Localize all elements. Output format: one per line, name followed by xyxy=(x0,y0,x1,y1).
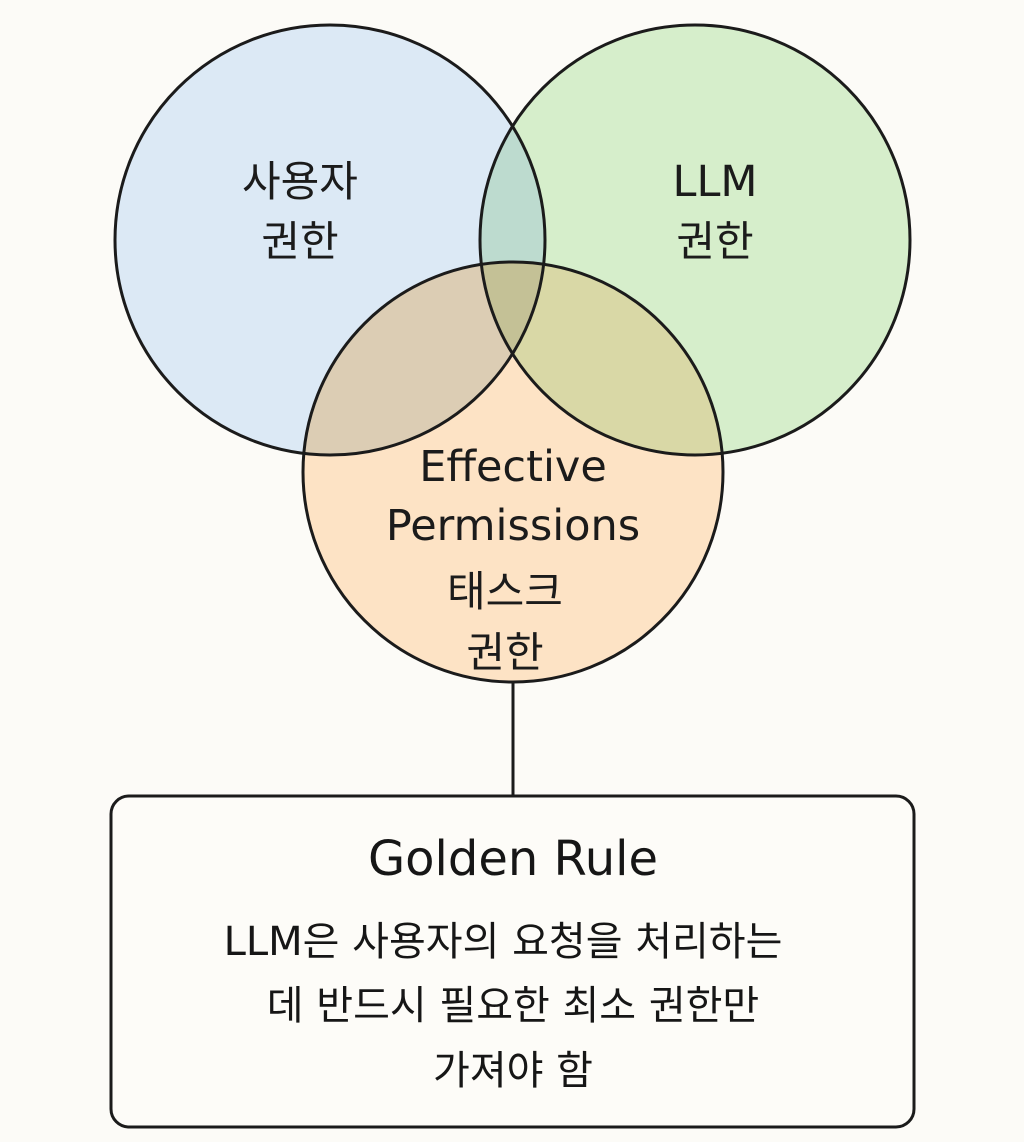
golden-rule-box xyxy=(109,794,916,1129)
llm-task-overlap xyxy=(480,262,723,455)
effective-permissions-line1: Effective xyxy=(419,442,607,492)
llm-label-line2: 권한 xyxy=(676,217,753,266)
effective-permissions-line2: Permissions xyxy=(386,501,640,551)
llm-circle-outline xyxy=(478,23,912,457)
user-task-overlap xyxy=(303,262,545,455)
user-label-line1: 사용자 xyxy=(242,157,358,206)
task-label-line1: 태스크 xyxy=(447,567,563,616)
golden-rule-line1: LLM은 사용자의 요청을 처리하는 xyxy=(224,919,783,965)
golden-rule-line2: 데 반드시 필요한 최소 권한만 xyxy=(267,983,759,1029)
task-label-line2: 권한 xyxy=(466,628,543,677)
golden-rule-line3: 가져야 함 xyxy=(433,1048,593,1094)
llm-label-line1: LLM xyxy=(672,157,757,207)
user-circle-outline xyxy=(113,23,547,457)
golden-rule-title: Golden Rule xyxy=(368,831,658,887)
user-label-line2: 권한 xyxy=(261,217,338,266)
